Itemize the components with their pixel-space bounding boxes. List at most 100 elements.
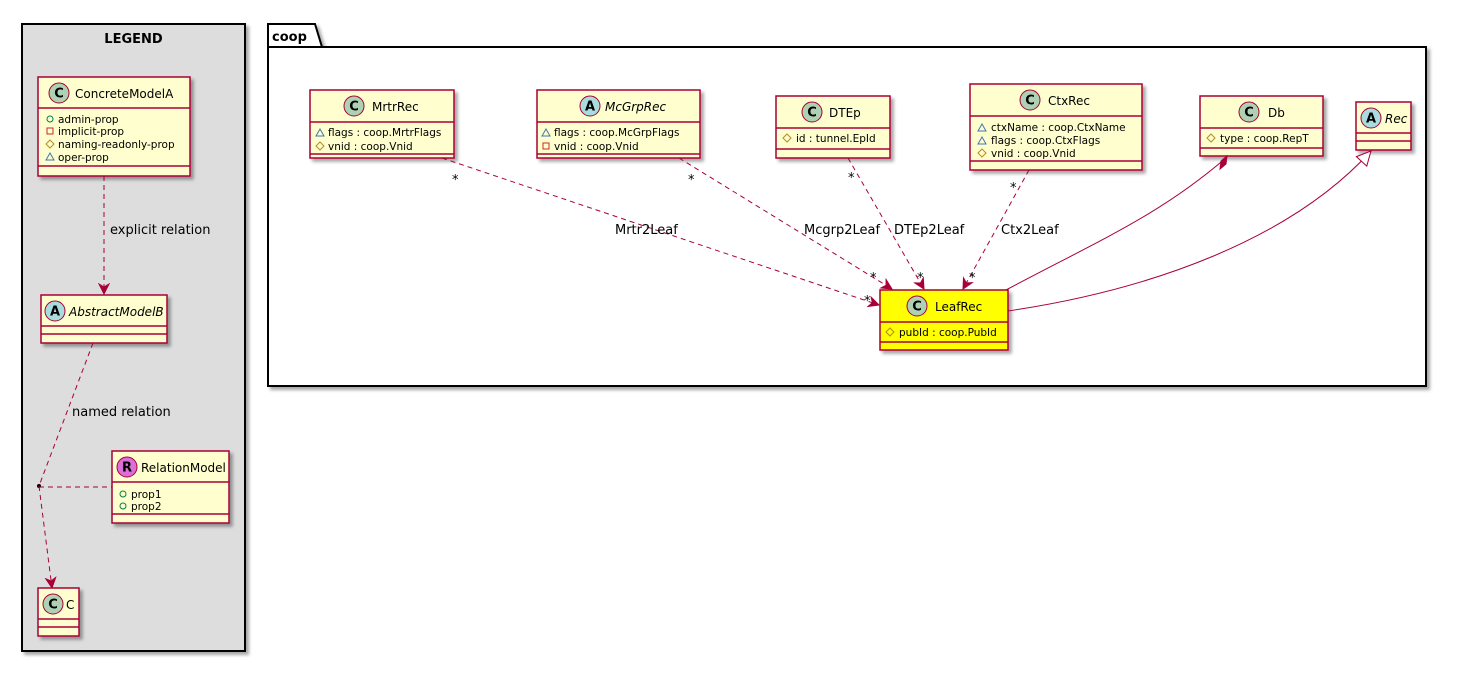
package-coop: coop: [267, 23, 1427, 387]
multiplicity: *: [917, 271, 924, 286]
visibility-private-icon: [542, 142, 550, 150]
stereotype-letter: A: [585, 100, 595, 115]
stereotype-c-icon: [343, 95, 365, 117]
visibility-public-icon: [46, 115, 54, 123]
multiplicity: *: [870, 271, 877, 286]
class-name: CtxRec: [1048, 94, 1090, 108]
relation-label: explicit relation: [110, 223, 210, 238]
multiplicity: *: [864, 294, 871, 309]
stereotype-c-icon: [1019, 89, 1041, 111]
visibility-package-icon: [977, 122, 987, 132]
visibility-public-icon: [119, 490, 127, 498]
class-name: ConcreteModelA: [75, 87, 174, 101]
stereotype-letter: C: [1025, 94, 1035, 109]
class-ctx-rec[interactable]: C CtxRec ctxName : coop.CtxName flags : …: [969, 83, 1143, 171]
attr-vnid: vnid : coop.Vnid: [554, 141, 639, 153]
class-mcgrp-rec[interactable]: A McGrpRec flags : coop.McGrpFlags vnid …: [536, 89, 701, 159]
visibility-protected-icon: [45, 139, 55, 149]
legend-named-relation: named relation: [37, 342, 171, 588]
stereotype-letter: R: [122, 461, 132, 476]
class-name: Db: [1268, 106, 1285, 120]
package-name: coop: [272, 30, 307, 45]
visibility-package-icon: [45, 151, 55, 161]
generalization-leaf-rec: [1007, 151, 1371, 312]
attr-flags: flags : coop.McGrpFlags: [554, 127, 680, 139]
class-name: AbstractModelB: [68, 305, 164, 319]
relation-label: named relation: [72, 405, 171, 420]
class-name: RelationModel: [141, 461, 226, 475]
multiplicity: *: [969, 271, 976, 286]
stereotype-c-icon: [906, 295, 928, 317]
class-c[interactable]: C C: [37, 587, 80, 637]
class-rec[interactable]: A Rec: [1355, 101, 1412, 151]
stereotype-c-icon: [42, 593, 64, 615]
visibility-protected-icon: [1206, 133, 1216, 143]
visibility-private-icon: [46, 127, 54, 135]
visibility-public-icon: [119, 502, 127, 510]
attr-implicit-prop: implicit-prop: [58, 126, 124, 138]
composition-db-leaf: [1005, 154, 1228, 291]
class-relation-model[interactable]: R RelationModel prop1 prop2: [111, 450, 230, 524]
stereotype-a-icon: [1360, 107, 1382, 129]
class-mrtr-rec[interactable]: C MrtrRec flags : coop.MrtrFlags vnid : …: [309, 89, 455, 159]
legend-title: LEGEND: [104, 32, 163, 47]
class-db[interactable]: C Db type : coop.RepT: [1199, 95, 1324, 157]
class-name: McGrpRec: [605, 100, 667, 114]
stereotype-letter: A: [1366, 112, 1376, 127]
attr-pub-id: pubId : coop.PubId: [899, 327, 997, 339]
relation-label: Ctx2Leaf: [1001, 223, 1059, 238]
attr-prop2: prop2: [131, 501, 162, 513]
attr-naming-readonly-prop: naming-readonly-prop: [58, 139, 175, 151]
stereotype-r-icon: [116, 456, 138, 478]
stereotype-c-icon: [801, 101, 823, 123]
attr-admin-prop: admin-prop: [58, 114, 119, 126]
stereotype-letter: C: [349, 100, 359, 115]
relation-mcgrp2leaf: * * Mcgrp2Leaf: [678, 157, 892, 289]
stereotype-c-icon: [48, 82, 70, 104]
class-concrete-model-a[interactable]: C ConcreteModelA admin-prop implicit-pro…: [37, 76, 191, 177]
class-name: Rec: [1385, 112, 1408, 126]
multiplicity: *: [1010, 181, 1017, 196]
visibility-package-icon: [315, 127, 325, 137]
stereotype-a-icon: [579, 95, 601, 117]
visibility-protected-icon: [885, 327, 895, 337]
stereotype-letter: A: [50, 305, 60, 320]
relation-mrtr2leaf: * * Mrtr2Leaf: [441, 157, 879, 309]
attr-prop1: prop1: [131, 489, 162, 501]
attr-vnid: vnid : coop.Vnid: [328, 141, 413, 153]
stereotype-letter: C: [48, 598, 58, 613]
class-abstract-model-b[interactable]: A AbstractModelB: [40, 294, 168, 344]
multiplicity: *: [452, 173, 459, 188]
relation-dtep2leaf: * * DTEp2Leaf: [847, 157, 965, 289]
relation-ctx2leaf: * * Ctx2Leaf: [963, 169, 1059, 289]
stereotype-letter: C: [807, 106, 817, 121]
attr-type: type : coop.RepT: [1220, 133, 1309, 145]
visibility-protected-icon: [977, 148, 987, 158]
class-name: LeafRec: [935, 300, 982, 314]
stereotype-letter: C: [54, 87, 64, 102]
stereotype-a-icon: [44, 300, 66, 322]
class-dtep[interactable]: C DTEp id : tunnel.EpId: [775, 95, 891, 159]
attr-id: id : tunnel.EpId: [796, 133, 876, 145]
attr-flags: flags : coop.CtxFlags: [991, 135, 1100, 147]
class-name: MrtrRec: [372, 100, 419, 114]
relation-label: Mrtr2Leaf: [615, 223, 678, 238]
visibility-package-icon: [541, 127, 551, 137]
stereotype-c-icon: [1238, 101, 1260, 123]
legend-explicit-relation: explicit relation: [104, 176, 210, 294]
visibility-protected-icon: [315, 141, 325, 151]
relation-label: Mcgrp2Leaf: [804, 223, 880, 238]
attr-vnid: vnid : coop.Vnid: [991, 148, 1076, 160]
multiplicity: *: [848, 171, 855, 186]
multiplicity: *: [688, 173, 695, 188]
relation-label: DTEp2Leaf: [894, 223, 965, 238]
composition-diamond-icon: [1219, 154, 1228, 171]
class-name: DTEp: [829, 106, 861, 120]
stereotype-letter: C: [1244, 106, 1254, 121]
class-name: C: [66, 598, 74, 612]
attr-oper-prop: oper-prop: [58, 152, 109, 164]
class-leaf-rec[interactable]: C LeafRec pubId : coop.PubId: [879, 289, 1009, 351]
visibility-package-icon: [977, 135, 987, 145]
attr-ctx-name: ctxName : coop.CtxName: [991, 122, 1126, 134]
